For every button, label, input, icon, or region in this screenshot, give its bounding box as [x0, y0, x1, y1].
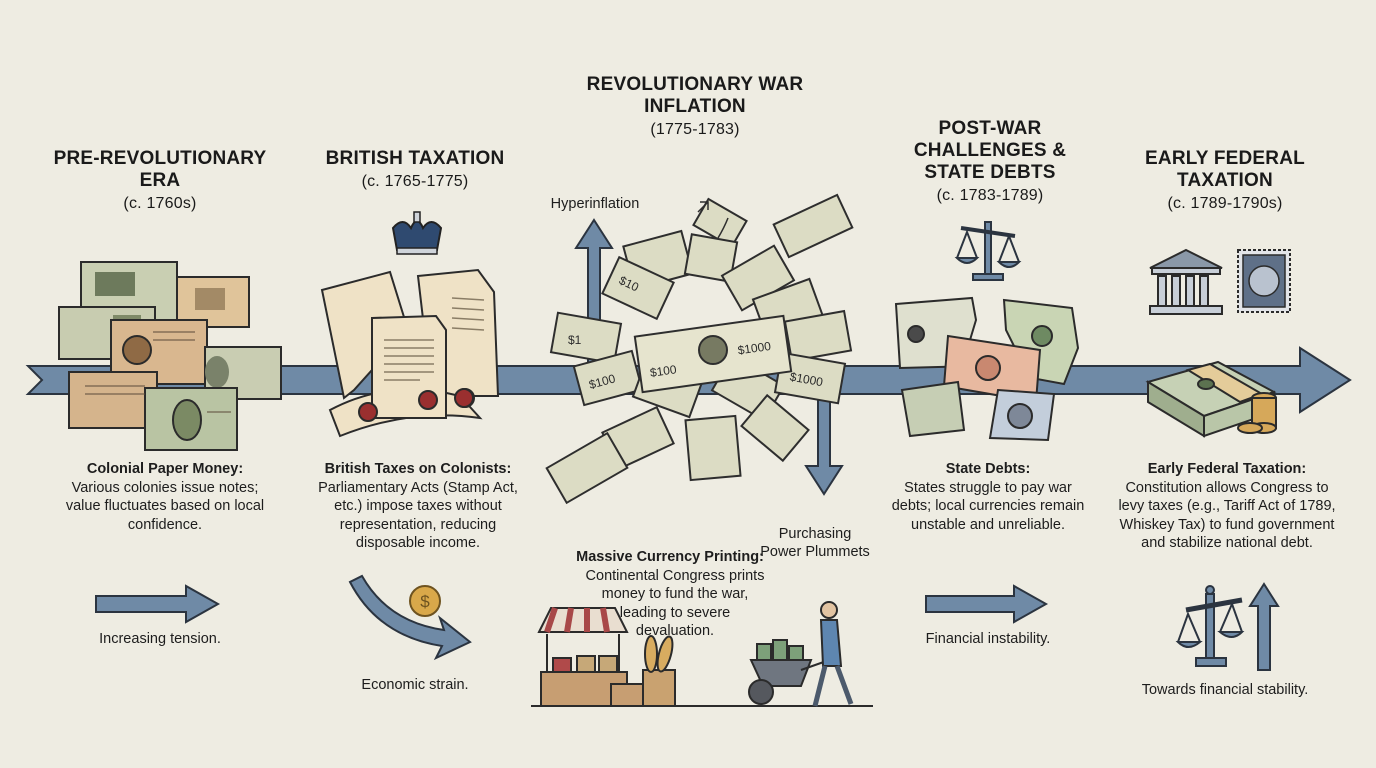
desc-body: Parliamentary Acts (Stamp Act, etc.) imp…: [318, 479, 518, 552]
market-stall-and-wheelbarrow-illustration: [531, 601, 873, 707]
era-description-pre-revolutionary: Colonial Paper Money: Various colonies i…: [55, 460, 275, 534]
era-title-revolutionary-war: REVOLUTIONARY WAR INFLATION (1775-1783): [545, 74, 845, 141]
era-description-post-war: State Debts: States struggle to pay war …: [888, 460, 1088, 534]
title-line: INFLATION: [644, 96, 746, 117]
title-line: ERA: [139, 170, 181, 191]
bill-label: $100: [649, 362, 678, 380]
continental-currency-pile-illustration: $100 $1000 $1 $10 $100 $1000: [545, 193, 854, 505]
title-line: BRITISH TAXATION: [325, 148, 505, 169]
bill-label: $100: [587, 371, 617, 392]
era-date: (c. 1765-1775): [361, 173, 469, 190]
era-title-british-taxation: BRITISH TAXATION (c. 1765-1775): [300, 148, 530, 193]
desc-body: Continental Congress prints money to fun…: [585, 567, 765, 640]
era-description-british-taxation: British Taxes on Colonists: Parliamentar…: [308, 460, 528, 553]
dollar-coin-icon: $: [409, 585, 441, 617]
desc-heading: State Debts:: [945, 461, 1031, 477]
era-date: (c. 1760s): [123, 195, 197, 212]
balance-scale-icon: [954, 221, 1022, 281]
money-stack-and-coins-illustration: [1145, 360, 1277, 438]
era-description-early-federal: Early Federal Taxation: Constitution all…: [1118, 460, 1336, 553]
balance-scale-up-arrow-icon: [1175, 582, 1280, 671]
sealed-documents-illustration: [320, 268, 500, 438]
title-line: REVOLUTIONARY WAR: [586, 74, 804, 95]
caption-increasing-tension: Increasing tension.: [99, 631, 221, 647]
era-date: (1775-1783): [650, 121, 740, 138]
right-arrow-icon: [95, 584, 221, 624]
caption-financial-instability: Financial instability.: [925, 631, 1051, 647]
svg-text:$: $: [420, 592, 430, 611]
government-building-icon: [1149, 248, 1223, 315]
desc-heading: Massive Currency Printing:: [576, 549, 764, 565]
desc-body: States struggle to pay war debts; local …: [891, 479, 1085, 533]
era-description-revolutionary-war: Massive Currency Printing: Continental C…: [576, 548, 770, 641]
desc-body: Various colonies issue notes; value fluc…: [65, 479, 265, 533]
label-purchasing-power: Purchasing Power Plummets: [760, 526, 870, 560]
era-title-post-war: POST-WAR CHALLENGES & STATE DEBTS (c. 17…: [890, 118, 1090, 207]
right-arrow-icon: [925, 584, 1049, 624]
title-line: TAXATION: [1177, 170, 1273, 191]
title-line: EARLY FEDERAL: [1145, 148, 1305, 169]
curved-down-arrow-icon: [348, 574, 472, 661]
desc-body: Constitution allows Congress to levy tax…: [1118, 479, 1336, 552]
colonial-banknotes-illustration: [58, 261, 282, 451]
title-line: STATE DEBTS: [924, 162, 1056, 183]
era-date: (c. 1789-1790s): [1167, 195, 1283, 212]
desc-heading: British Taxes on Colonists:: [324, 461, 512, 477]
era-title-early-federal: EARLY FEDERAL TAXATION (c. 1789-1790s): [1115, 148, 1335, 215]
caption-economic-strain: Economic strain.: [361, 677, 469, 693]
bill-label: $1000: [737, 339, 772, 358]
federal-seal-stamp-icon: [1237, 249, 1291, 313]
title-line: PRE-REVOLUTIONARY: [53, 148, 267, 169]
desc-heading: Early Federal Taxation:: [1147, 461, 1307, 477]
bill-label: $1: [568, 333, 582, 347]
torn-state-notes-illustration: [894, 296, 1080, 442]
crown-icon: [391, 211, 443, 255]
era-title-pre-revolutionary: PRE-REVOLUTIONARY ERA (c. 1760s): [30, 148, 290, 215]
label-hyperinflation: Hyperinflation: [550, 196, 640, 212]
title-line: CHALLENGES &: [913, 140, 1067, 161]
bill-label: $1000: [789, 370, 825, 390]
caption-towards-stability: Towards financial stability.: [1141, 682, 1309, 698]
title-line: POST-WAR: [938, 118, 1042, 139]
desc-heading: Colonial Paper Money:: [86, 461, 244, 477]
era-date: (c. 1783-1789): [936, 187, 1044, 204]
